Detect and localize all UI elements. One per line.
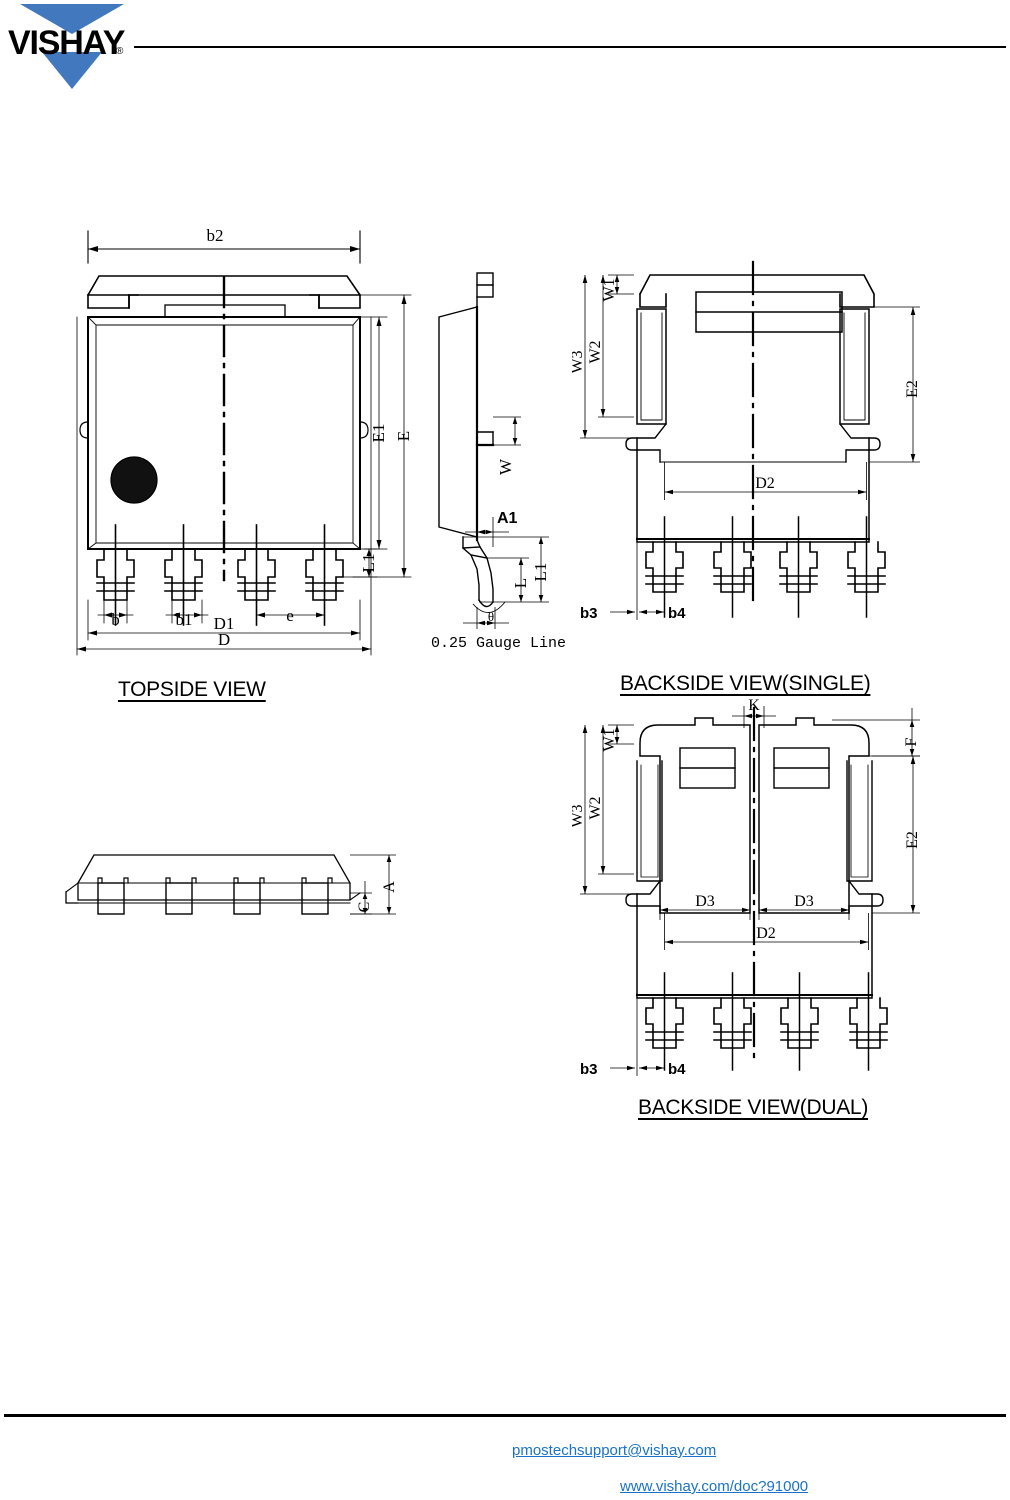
dim-label-E2-dual: E2 [904,831,921,849]
dim-label-b4: b4 [668,605,686,622]
dim-label-theta: θ [488,609,494,624]
logo-registered-mark: ® [116,46,124,57]
logo-triangle-top-icon [20,4,124,34]
header-divider [134,46,1006,48]
dim-label-b4-dual: b4 [668,1061,686,1078]
logo-wordmark: VISHAY [8,24,125,62]
side-view-drawing: W A1 L1 L θ 0.25 Gauge Line [425,255,585,655]
dim-label-b3-dual: b3 [580,1061,598,1078]
dim-label-L1-side: L1 [531,563,550,582]
profile-view-drawing: A C [60,845,410,945]
dim-label-b1: b1 [176,610,193,629]
dim-label-E1: E1 [369,424,388,443]
footer-divider [4,1414,1006,1417]
dim-label-W3: W3 [572,350,586,373]
dim-label-D3-left: D3 [695,893,715,910]
view-title-backside-dual: BACKSIDE VIEW(DUAL) [638,1096,869,1119]
dim-label-W: W [496,458,515,475]
dim-label-D2: D2 [755,475,775,492]
dim-label-E: E [394,431,413,441]
view-title-topside: TOPSIDE VIEW [118,678,266,701]
dim-label-L: L [511,578,530,588]
dim-label-b: b [111,610,120,629]
dim-label-K: K [748,698,760,714]
topside-view-drawing: b2 b b1 e D1 D E1 E L1 [55,225,435,665]
vishay-logo: VISHAY ® [6,4,131,89]
logo-triangle-bottom-icon [42,52,102,89]
dim-label-e: e [286,606,294,625]
dim-label-F: F [903,737,920,746]
dim-label-D3-right: D3 [794,893,814,910]
dim-label-b2: b2 [207,226,224,245]
backside-single-drawing: W1 W2 W3 E2 D2 b3 b4 [572,252,932,652]
dim-label-W2: W2 [587,340,604,363]
gauge-line-note: 0.25 Gauge Line [431,635,566,652]
dim-label-D: D [218,630,230,649]
backside-dual-drawing: K F W1 W2 W3 E2 D3 D3 D2 b3 b4 [572,698,932,1093]
dim-label-D2-dual: D2 [756,925,776,942]
view-title-backside-single: BACKSIDE VIEW(SINGLE) [620,672,871,695]
dim-label-W2-dual: W2 [587,796,604,819]
dim-label-E2: E2 [904,380,921,398]
dim-label-W3-dual: W3 [572,804,586,827]
dim-label-C: C [356,902,373,913]
dim-label-W1-dual: W1 [601,728,618,751]
dim-label-L1: L1 [359,554,378,573]
dim-label-W1: W1 [601,278,618,301]
dim-label-A1: A1 [497,510,518,527]
document-url-link[interactable]: www.vishay.com/doc?91000 [620,1478,809,1495]
support-email-link[interactable]: pmostechsupport@vishay.com [512,1442,717,1459]
page-header: VISHAY ® [0,0,1010,90]
dim-label-D1: D1 [214,614,235,633]
dim-label-A: A [381,881,398,893]
dim-label-b3: b3 [580,605,598,622]
